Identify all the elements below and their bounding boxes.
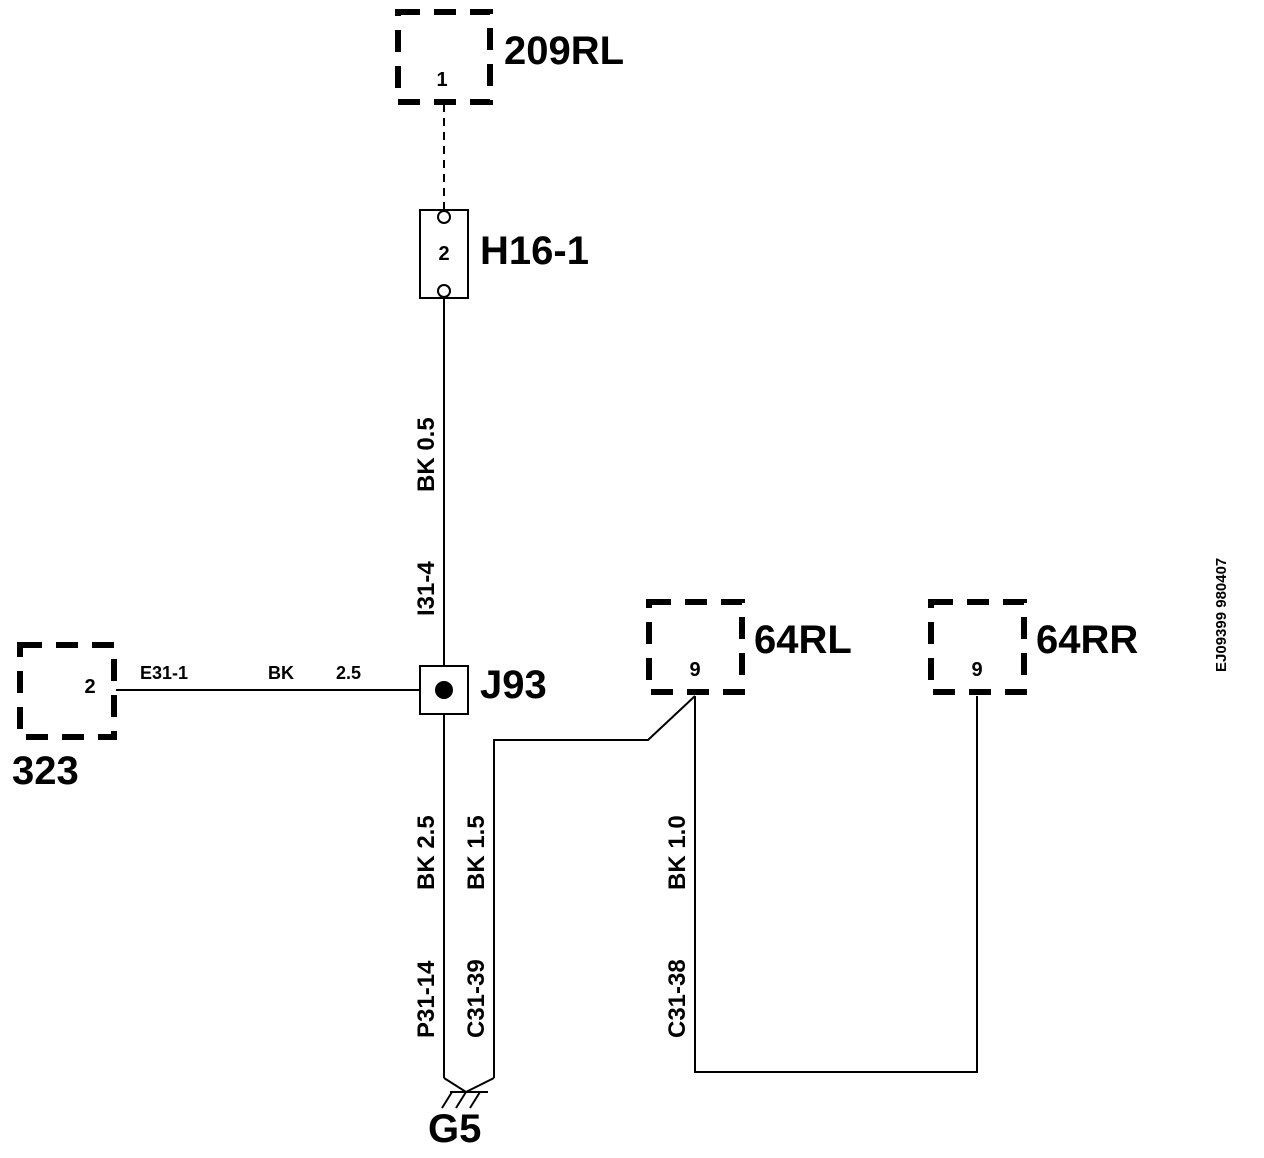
wire-P31-14-gauge: BK 2.5 bbox=[413, 815, 440, 890]
wire-C31-39-id: C31-39 bbox=[463, 959, 490, 1038]
connector-209RL: 1 209RL bbox=[395, 9, 624, 105]
ground-G5-tick-2 bbox=[455, 1091, 467, 1109]
wire-C31-38-id: C31-38 bbox=[664, 959, 691, 1038]
connector-H16-1-pin: 2 bbox=[438, 243, 449, 265]
connector-64RR: 9 64RR bbox=[928, 599, 1138, 695]
wire-C31-39-gauge: BK 1.5 bbox=[463, 815, 490, 890]
ground-G5-tick-3 bbox=[469, 1091, 481, 1109]
connector-64RR-box bbox=[928, 599, 1027, 695]
connector-64RL-box bbox=[646, 599, 745, 695]
wire-E31-1-color: BK bbox=[268, 663, 294, 683]
ground-G5: G5 bbox=[428, 1077, 495, 1151]
connector-H16-1-label: H16-1 bbox=[480, 229, 589, 273]
wire-P31-14-id: P31-14 bbox=[413, 960, 440, 1038]
connector-323-pin: 2 bbox=[84, 676, 95, 698]
connector-64RL: 9 64RL bbox=[646, 599, 852, 695]
connector-H16-1-terminal-bottom bbox=[437, 284, 451, 298]
splice-J93-dot bbox=[435, 681, 453, 699]
connector-64RR-label: 64RR bbox=[1036, 618, 1138, 662]
ground-G5-tick-1 bbox=[441, 1091, 453, 1109]
ground-G5-label: G5 bbox=[428, 1107, 481, 1151]
wire-I31-4-gauge: BK 0.5 bbox=[413, 417, 440, 492]
ground-G5-merge bbox=[443, 1077, 495, 1094]
connector-64RR-pin: 9 bbox=[971, 659, 982, 681]
splice-J93: J93 bbox=[419, 663, 547, 715]
wire-E31-1-size: 2.5 bbox=[336, 663, 361, 683]
connector-323-label: 323 bbox=[12, 749, 79, 793]
drawing-id: EJ09399 980407 bbox=[1213, 558, 1230, 672]
connector-64RL-pin: 9 bbox=[689, 659, 700, 681]
wire-C31-38-gauge: BK 1.0 bbox=[664, 815, 691, 890]
connector-64RL-label: 64RL bbox=[754, 618, 852, 662]
connector-323-box bbox=[17, 642, 117, 740]
splice-J93-label: J93 bbox=[480, 663, 547, 707]
connector-209RL-box bbox=[395, 9, 493, 105]
connector-209RL-pin: 1 bbox=[436, 69, 447, 91]
connector-H16-1: 2 H16-1 bbox=[419, 209, 589, 299]
wire-C31-38 bbox=[694, 696, 978, 1073]
connector-323: 2 323 bbox=[12, 642, 117, 793]
wire-C31-39 bbox=[493, 695, 696, 1078]
connector-209RL-label: 209RL bbox=[504, 29, 624, 73]
connector-H16-1-terminal-top bbox=[437, 210, 451, 224]
wire-I31-4-id: I31-4 bbox=[413, 561, 440, 616]
wire-E31-1-id: E31-1 bbox=[140, 663, 188, 683]
